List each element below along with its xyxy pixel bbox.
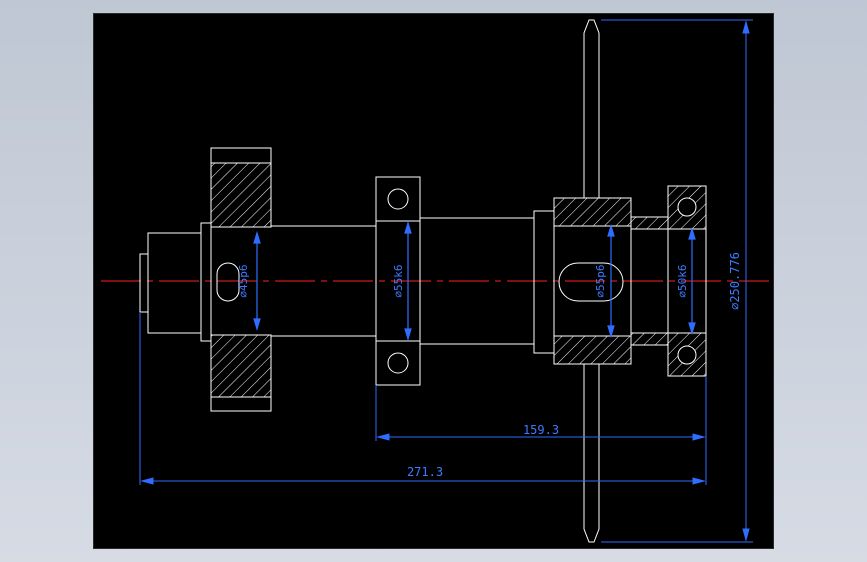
sprocket-hub bbox=[553, 197, 632, 365]
dim-label-sprocket-diameter: ⌀250.776 bbox=[728, 252, 742, 310]
bearing-right bbox=[667, 185, 707, 377]
keyway-right bbox=[558, 262, 624, 302]
sprocket-dia-dim bbox=[601, 19, 753, 543]
dia-label-sprocket-seat: ⌀55p6 bbox=[594, 264, 607, 297]
bearing-left bbox=[375, 176, 421, 386]
shaft-assembly-drawing: ⌀45p6 ⌀55k6 ⌀55p6 ⌀50k6 ⌀250.776 159.3 2… bbox=[101, 19, 769, 543]
sprocket-plate bbox=[583, 19, 600, 543]
spacer bbox=[630, 216, 669, 346]
keyway-left bbox=[216, 262, 240, 302]
gear-section bbox=[210, 147, 272, 412]
dia-label-gear-seat: ⌀45p6 bbox=[237, 264, 250, 297]
diameter-dims bbox=[253, 220, 696, 342]
dim-label-bearing-span: 159.3 bbox=[523, 423, 559, 437]
dim-label-overall-length: 271.3 bbox=[407, 465, 443, 479]
length-dims bbox=[139, 312, 707, 485]
dia-label-bearing-left: ⌀55k6 bbox=[392, 264, 405, 297]
cad-viewport[interactable]: ⌀45p6 ⌀55k6 ⌀55p6 ⌀50k6 ⌀250.776 159.3 2… bbox=[93, 13, 774, 549]
dia-label-bearing-right: ⌀50k6 bbox=[676, 264, 689, 297]
shaft bbox=[139, 210, 707, 354]
